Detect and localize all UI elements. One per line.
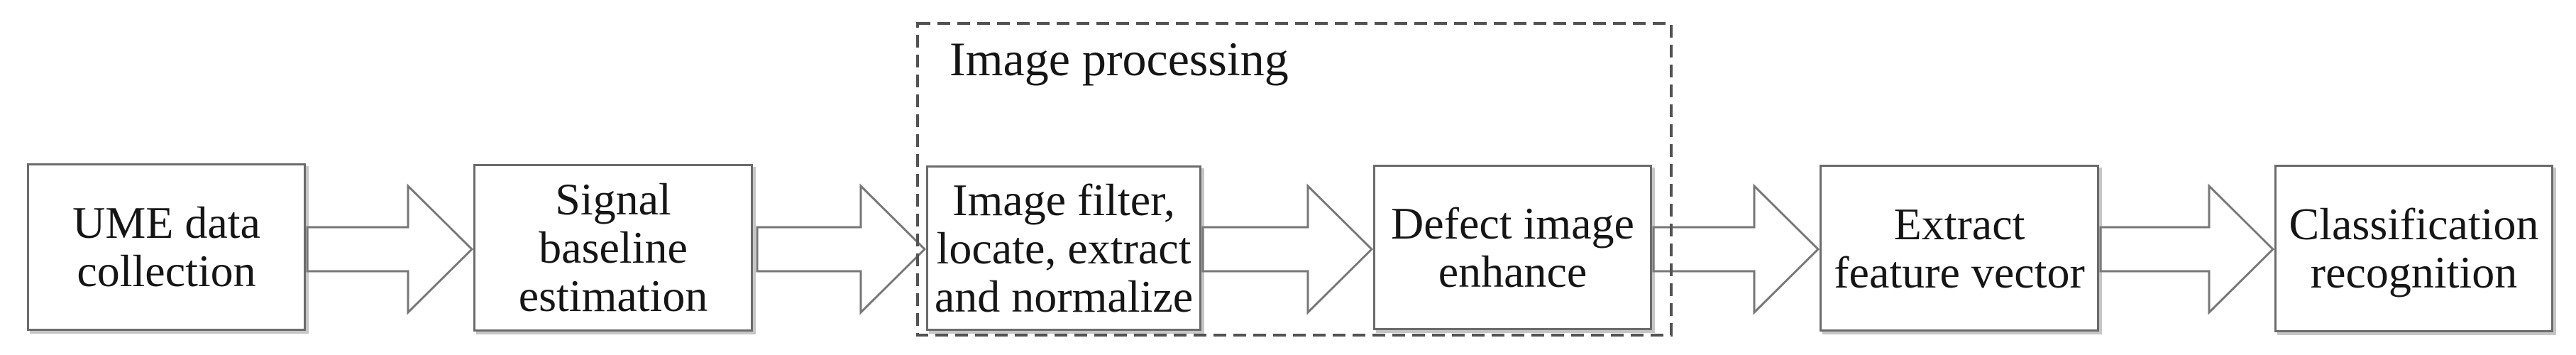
step-defect-image-enhance-box: Defect image enhance: [1373, 165, 1652, 330]
step-label: UME data collection: [72, 197, 260, 296]
step-label: Signal baseline estimation: [518, 174, 708, 321]
image-processing-group-border: [916, 22, 1673, 337]
step-label: Defect image enhance: [1391, 197, 1634, 297]
step-signal-baseline-estimation-box: Signal baseline estimation: [473, 164, 753, 332]
flow-arrow-1: [306, 183, 474, 315]
step-extract-feature-vector-box: Extract feature vector: [1820, 165, 2099, 332]
step-image-filter-locate-extract-normalize-box: Image filter, locate, extract and normal…: [926, 165, 1201, 331]
flow-arrow-3: [1201, 183, 1374, 315]
step-label: Image filter, locate, extract and normal…: [934, 174, 1194, 322]
step-classification-recognition-box: Classification recognition: [2274, 165, 2553, 332]
flow-arrow-4: [1652, 183, 1820, 315]
image-processing-group-title: Image processing: [950, 32, 1289, 86]
step-label: Extract feature vector: [1834, 198, 2085, 297]
flow-arrow-5: [2099, 183, 2275, 315]
flow-arrow-2: [756, 183, 927, 315]
step-ume-data-collection-box: UME data collection: [27, 163, 306, 331]
step-label: Classification recognition: [2289, 199, 2539, 297]
